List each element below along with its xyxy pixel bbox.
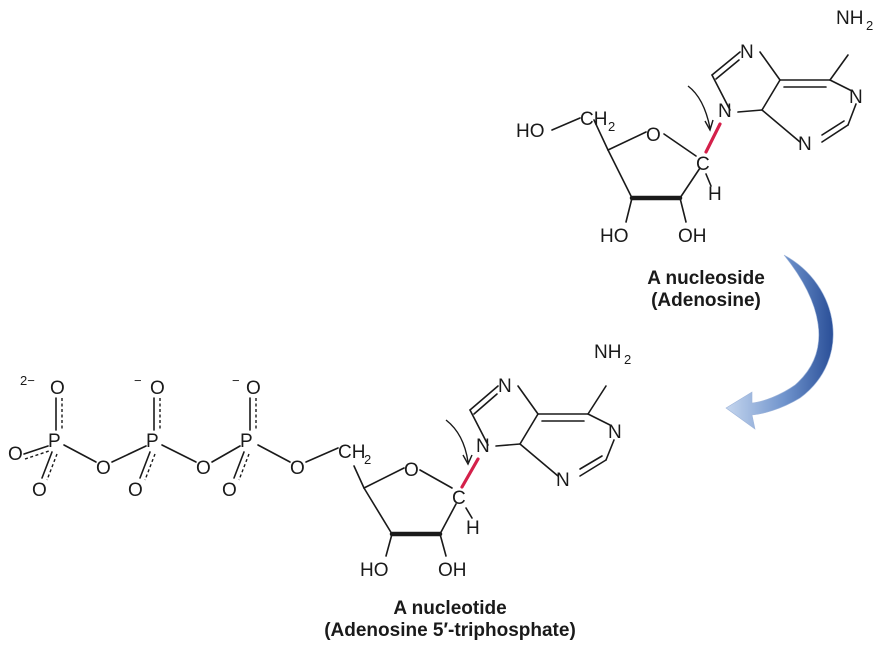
oxygen-beta-top: O	[150, 378, 165, 399]
hydroxymethyl-group-top: HO CH 2	[516, 109, 615, 142]
nucleoside-caption: A nucleoside (Adenosine)	[636, 268, 776, 312]
nucleotide-title: A nucleotide	[393, 598, 507, 619]
phosphorus-alpha: P	[240, 431, 253, 452]
ring-oxygen-bottom: O	[404, 460, 419, 481]
svg-text:CH: CH	[338, 442, 365, 463]
charge-beta: −	[134, 373, 142, 388]
oxygen-alpha-top: O	[246, 378, 261, 399]
hydroxyl-3-bottom: OH	[438, 560, 467, 581]
svg-text:2: 2	[364, 452, 371, 467]
curved-arrow-bottom	[445, 419, 469, 463]
atom-n3-top: N	[798, 134, 812, 155]
atom-n1-bottom: N	[608, 422, 622, 443]
ring-oxygen-top: O	[646, 125, 661, 146]
adenine-ring-top	[711, 51, 857, 143]
triphosphate-chain: 2− O P O O O − O P O O − O	[8, 373, 339, 501]
atom-n1-top: N	[849, 87, 863, 108]
anomeric-hydrogen-bottom: H	[466, 518, 480, 539]
nucleoside-subtitle: (Adenosine)	[651, 290, 761, 311]
anomeric-hydrogen-top: H	[708, 184, 722, 205]
atom-n7-bottom: N	[498, 376, 512, 397]
bridge-oxygen-1: O	[96, 458, 111, 479]
adenosine-structure: N N N N NH 2 HO CH 2 O C H HO OH	[516, 8, 873, 247]
conversion-arrow	[725, 254, 834, 430]
atom-n9-top: N	[718, 101, 732, 122]
anomeric-carbon-top: C	[696, 154, 710, 175]
bridge-oxygen-3: O	[290, 458, 305, 479]
ribose-ring-top	[551, 117, 712, 223]
svg-text:2: 2	[866, 18, 873, 33]
atom-n9-bottom: N	[476, 436, 490, 457]
glycosidic-bond-bottom	[460, 457, 480, 489]
svg-text:2: 2	[624, 352, 631, 367]
ribose-ring-bottom: CH 2 O C H HO OH	[338, 442, 480, 581]
hydroxyl-2-top: HO	[600, 226, 629, 247]
charge-alpha: −	[232, 373, 240, 388]
bridge-oxygen-2: O	[196, 458, 211, 479]
oxygen-alpha-bottom: O	[222, 480, 237, 501]
svg-text:2: 2	[608, 119, 615, 134]
oxygen-gamma-top: O	[50, 378, 65, 399]
oxygen-gamma-bottom: O	[32, 480, 47, 501]
amine-group-top: NH 2	[836, 8, 873, 33]
adenine-ring-bottom: N N N N NH 2	[469, 342, 631, 491]
svg-text:CH: CH	[580, 109, 607, 130]
svg-text:NH: NH	[836, 8, 863, 29]
nucleoside-title: A nucleoside	[647, 268, 765, 289]
charge-gamma: 2−	[20, 373, 35, 388]
oxygen-gamma-left: O	[8, 444, 23, 465]
atom-n3-bottom: N	[556, 470, 570, 491]
hydroxyl-2-bottom: HO	[360, 560, 389, 581]
amine-group-bottom: NH 2	[594, 342, 631, 367]
curved-arrow-top	[687, 85, 711, 129]
oxygen-beta-bottom: O	[128, 480, 143, 501]
phosphorus-gamma: P	[48, 431, 61, 452]
glycosidic-bond-top	[704, 122, 722, 154]
anomeric-carbon-bottom: C	[452, 488, 466, 509]
atom-n7-top: N	[740, 42, 754, 63]
phosphorus-beta: P	[146, 431, 159, 452]
svg-text:HO: HO	[516, 121, 545, 142]
svg-text:NH: NH	[594, 342, 621, 363]
atp-structure: 2− O P O O O − O P O O − O	[8, 342, 631, 581]
nucleotide-subtitle: (Adenosine 5′-triphosphate)	[324, 620, 576, 641]
hydroxyl-3-top: OH	[678, 226, 707, 247]
nucleotide-caption: A nucleotide (Adenosine 5′-triphosphate)	[300, 598, 600, 642]
